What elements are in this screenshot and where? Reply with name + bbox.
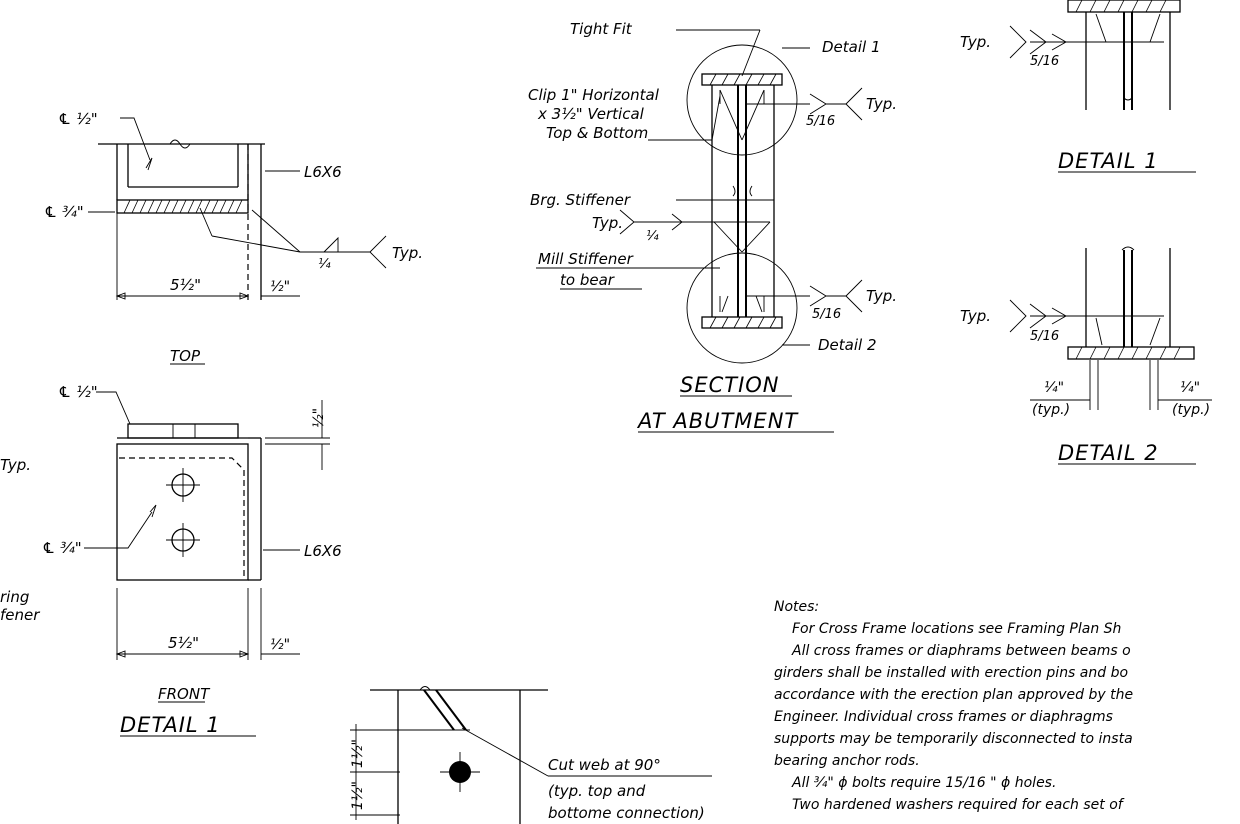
detail2-dim-right: ¼" (1180, 380, 1200, 396)
note-line: Engineer. Individual cross frames or dia… (774, 709, 1113, 725)
section-at-abutment: Tight Fit Clip 1" Horizontal x 3½" Verti… (528, 20, 897, 433)
clip-line-3: Top & Bottom (546, 124, 648, 142)
front-dim-vertical: ½" (311, 408, 327, 428)
detail-1: Typ. 5/16 DETAIL 1 (960, 0, 1196, 173)
bolt-hole-2 (166, 523, 200, 557)
notes-heading: Notes: (774, 599, 819, 615)
top-bearing-plate-label: ℄ ¾" (44, 203, 84, 221)
note-line: For Cross Frame locations see Framing Pl… (792, 621, 1121, 637)
brg-stiffener-label: Brg. Stiffener (530, 191, 631, 209)
bearing-plate-hatch (123, 199, 243, 214)
top-weld-typ: Typ. (392, 244, 423, 262)
front-dim-edge: ½" (270, 637, 290, 653)
detail-2: Typ. 5/16 ¼" (typ.) ¼" (typ.) DETAIL 2 (960, 246, 1212, 465)
clip-line-2: x 3½" Vertical (537, 105, 645, 123)
clip-line-1: Clip 1" Horizontal (528, 86, 660, 104)
note-line: All cross frames or diaphrams between be… (791, 643, 1131, 659)
front-view-title: FRONT (158, 685, 211, 703)
top-dim-edge: ½" (270, 279, 290, 295)
note-line: supports may be temporarily disconnected… (774, 731, 1133, 747)
section-title-2: AT ABUTMENT (636, 409, 799, 433)
front-cut-bearing-1: ring (0, 588, 29, 606)
front-cut-typ: Typ. (0, 456, 31, 474)
detail1-weld-size: 5/16 (1030, 54, 1059, 69)
cut-line-1: Cut web at 90° (548, 756, 661, 774)
front-plate-label: ℄ ½" (58, 383, 98, 401)
top-angle-label: L6X6 (304, 163, 342, 181)
detail1-title: DETAIL 1 (1058, 149, 1159, 173)
detail2-weld-size: 5/16 (1030, 329, 1059, 344)
top-weld-size: ¼ (318, 257, 331, 272)
bolt-dim-a: 1½" (350, 739, 366, 768)
detail2-callout: Detail 2 (818, 336, 877, 354)
front-bearing-plate-label: ℄ ¾" (42, 539, 82, 557)
detail2-title: DETAIL 2 (1058, 441, 1159, 465)
stiffener-typ: Typ. (592, 214, 623, 232)
top-weld-size: 5/16 (806, 114, 835, 129)
bolt-dim-b: 1½" (350, 781, 366, 810)
note-line: accordance with the erection plan approv… (774, 687, 1133, 703)
bolt-hole-1 (166, 468, 200, 502)
bolt-detail: 1½" 1½" Cut web at 90° (typ. top and bot… (350, 686, 712, 824)
stiffener-weld-size: ¼ (646, 229, 659, 244)
top-view-title: TOP (170, 347, 201, 365)
detail2-dim-right-typ: (typ.) (1172, 402, 1210, 418)
note-line: All ¾" ϕ bolts require 15/16 " ϕ holes. (791, 775, 1056, 791)
bottom-weld-typ: Typ. (866, 287, 897, 305)
bottom-weld-size: 5/16 (812, 307, 841, 322)
cut-line-3: bottome connection) (548, 804, 705, 822)
cut-line-2: (typ. top and (548, 782, 646, 800)
note-line: girders shall be installed with erection… (774, 665, 1128, 681)
front-view: ℄ ½" ½" ℄ ¾" L6X6 Typ. ring fener 5½" ½"… (0, 383, 342, 737)
front-detail-title: DETAIL 1 (120, 713, 221, 737)
top-view: ℄ ½" L6X6 ℄ ¾" ¼ Typ. 5½" ½" TOP (44, 110, 423, 365)
note-line: bearing anchor rods. (774, 753, 920, 769)
detail1-callout: Detail 1 (822, 38, 881, 56)
detail2-dim-left-typ: (typ.) (1032, 402, 1070, 418)
detail1-typ: Typ. (960, 33, 991, 51)
section-title-1: SECTION (680, 373, 780, 397)
front-angle-label: L6X6 (304, 542, 342, 560)
tight-fit-label: Tight Fit (570, 20, 633, 38)
top-dim-width: 5½" (170, 276, 201, 294)
notes-block: Notes: For Cross Frame locations see Fra… (774, 599, 1133, 813)
mill-line-2: to bear (560, 271, 615, 289)
top-plate-label: ℄ ½" (58, 110, 98, 128)
note-line: Two hardened washers required for each s… (792, 797, 1125, 813)
detail2-typ: Typ. (960, 307, 991, 325)
top-weld-typ: Typ. (866, 95, 897, 113)
front-dim-width: 5½" (168, 634, 199, 652)
front-cut-bearing-2: fener (0, 606, 40, 624)
mill-line-1: Mill Stiffener (538, 250, 634, 268)
detail2-dim-left: ¼" (1044, 380, 1064, 396)
